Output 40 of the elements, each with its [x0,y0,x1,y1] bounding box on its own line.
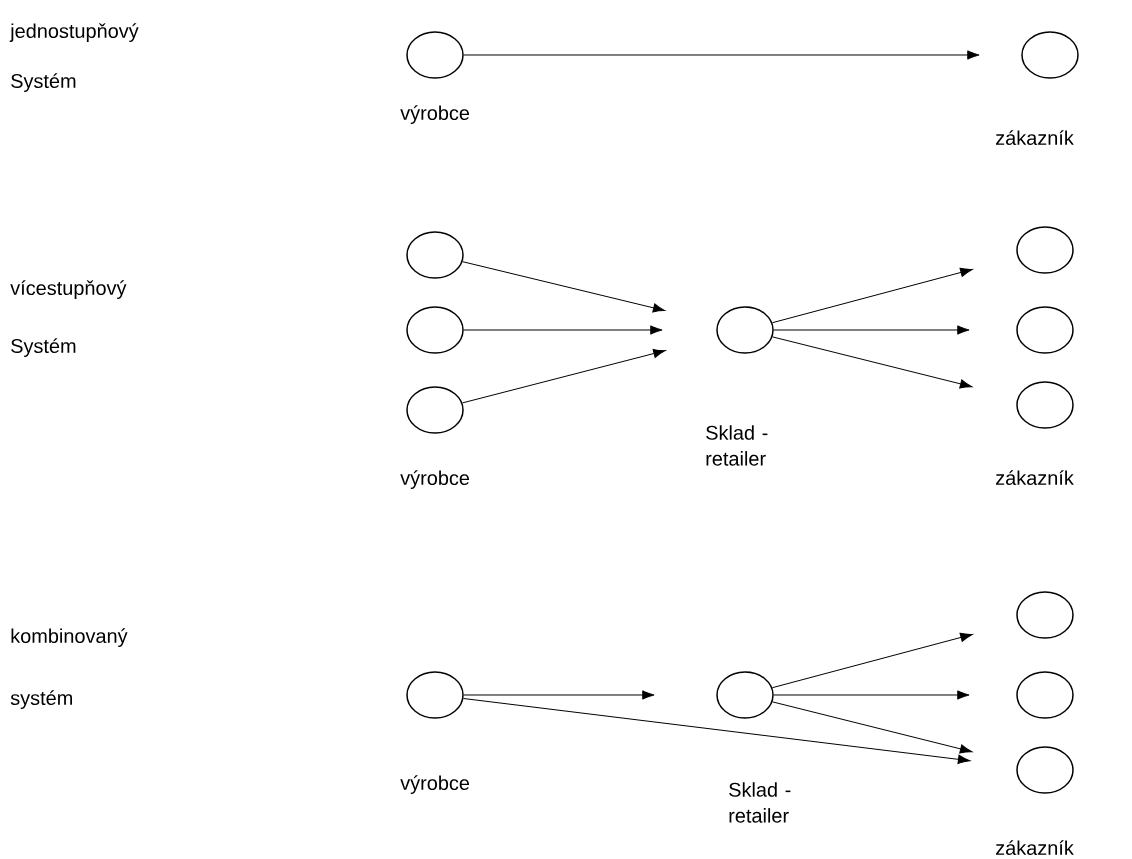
system-label: kombinovaný [11,628,128,647]
node-circle [406,306,464,354]
node-caption: výrobce [400,105,470,124]
node-circle [406,31,464,79]
arrow [462,261,666,313]
node-circle [406,231,464,279]
arrow [772,336,973,389]
arrow [463,325,663,335]
arrow [463,50,980,60]
arrow [461,348,666,404]
system-label: Systém [11,338,76,357]
node-circle [1016,381,1074,429]
node-circle [1016,591,1074,639]
node-caption: zákazník [996,130,1074,146]
node-caption: Sklad - retailer [729,782,791,823]
node-circle [406,386,464,434]
node-caption: zákazník [996,840,1074,856]
arrow [771,632,973,689]
node-circle [1016,306,1074,354]
node-circle [1016,746,1074,794]
arrow [773,690,970,700]
arrow [463,690,655,700]
node-circle [1021,31,1079,79]
node-circle [406,671,464,719]
node-caption: Sklad - retailer [706,425,768,466]
arrow [462,698,971,764]
system-label: vícestupňový [10,280,127,299]
system-label: jednostupňový [9,23,139,42]
node-caption: výrobce [400,775,470,794]
node-circle [1016,226,1074,274]
node-circle [716,306,774,354]
node-caption: zákazník [996,470,1074,486]
node-circle [716,671,774,719]
arrow [773,325,970,335]
node-caption: výrobce [400,470,470,489]
arrow [772,701,973,754]
arrow [771,267,973,324]
node-circle [1016,671,1074,719]
system-label: systém [10,690,72,709]
system-label: Systém [11,73,76,92]
